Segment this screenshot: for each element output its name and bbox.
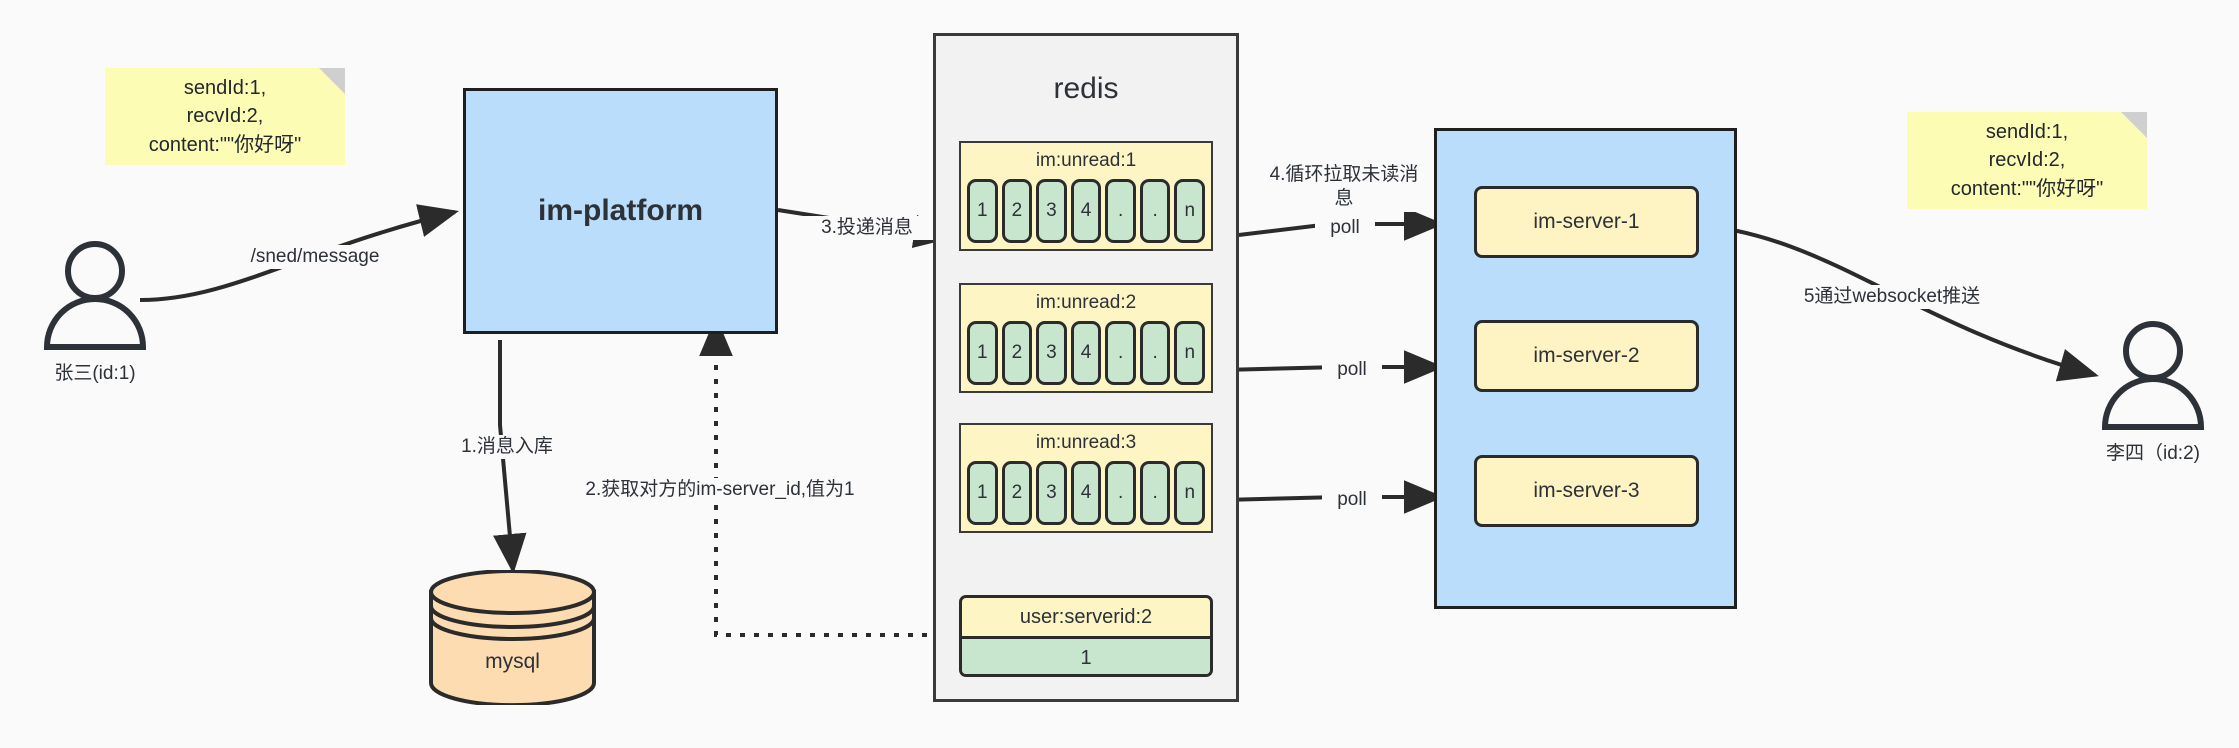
queue-cell: n <box>1174 321 1206 385</box>
note-receiver-payload: sendId:1, recvId:2, content:""你好呀" <box>1907 112 2147 209</box>
edge-label-step3: 3.投递消息 <box>800 216 934 241</box>
edge-label-poll-1: poll <box>1315 216 1375 241</box>
user-icon <box>43 241 147 350</box>
im-platform-box[interactable]: im-platform <box>463 88 778 334</box>
im-server-2-box[interactable]: im-server-2 <box>1474 320 1699 392</box>
redis-queue-0[interactable]: im:unread:1 1 2 3 4 . . n <box>959 141 1213 251</box>
queue-cell: . <box>1139 321 1171 385</box>
queue-cell: 4 <box>1070 321 1102 385</box>
queue-cell: 3 <box>1036 321 1067 385</box>
user-icon <box>2101 321 2205 430</box>
queue-cell: 2 <box>1001 179 1033 243</box>
actor-receiver <box>2088 320 2218 430</box>
redis-queue-0-key: im:unread:1 <box>1035 150 1137 171</box>
queue-cell: 1 <box>967 461 998 525</box>
im-server-1-box[interactable]: im-server-1 <box>1474 186 1699 258</box>
note-fold-icon <box>2121 112 2147 138</box>
note-receiver-payload-text: sendId:1, recvId:2, content:""你好呀" <box>1950 120 2104 200</box>
edge-label-step5: 5通过websocket推送 <box>1780 285 2004 310</box>
queue-cell: 4 <box>1070 461 1102 525</box>
queue-cell: . <box>1105 179 1136 243</box>
redis-queue-1-key: im:unread:2 <box>1035 292 1137 313</box>
queue-cell: 4 <box>1070 179 1102 243</box>
queue-cell: 1 <box>967 321 998 385</box>
edge-label-step1: 1.消息入库 <box>440 435 574 460</box>
redis-queue-1[interactable]: im:unread:2 1 2 3 4 . . n <box>959 283 1213 393</box>
actor-receiver-label: 李四（id:2) <box>2106 443 2200 464</box>
edge-label-poll-3: poll <box>1322 488 1382 513</box>
svg-text:mysql: mysql <box>485 650 540 673</box>
queue-cell: 2 <box>1001 321 1033 385</box>
im-server-3-box[interactable]: im-server-3 <box>1474 455 1699 527</box>
actor-sender <box>30 240 160 350</box>
queue-cell: . <box>1139 461 1171 525</box>
edge-label-step4: 4.循环拉取未读消 息 <box>1252 163 1436 212</box>
redis-kv-value: 1 <box>962 636 1210 674</box>
redis-queue-1-cells: 1 2 3 4 . . n <box>961 321 1211 390</box>
queue-cell: 2 <box>1001 461 1033 525</box>
queue-cell: 3 <box>1036 179 1067 243</box>
note-sender-payload: sendId:1, recvId:2, content:""你好呀" <box>105 68 345 165</box>
redis-queue-0-cells: 1 2 3 4 . . n <box>961 179 1211 248</box>
queue-cell: . <box>1105 321 1136 385</box>
note-fold-icon <box>319 68 345 94</box>
redis-kv-user-serverid[interactable]: user:serverid:2 1 <box>959 595 1213 677</box>
note-sender-payload-text: sendId:1, recvId:2, content:""你好呀" <box>148 76 302 156</box>
actor-sender-label: 张三(id:1) <box>54 363 136 384</box>
queue-cell: n <box>1174 461 1206 525</box>
queue-cell: . <box>1105 461 1136 525</box>
redis-queue-2[interactable]: im:unread:3 1 2 3 4 . . n <box>959 423 1213 533</box>
queue-cell: 3 <box>1036 461 1067 525</box>
mysql-database: mysql <box>425 569 600 708</box>
database-cylinder-icon: mysql <box>429 569 596 708</box>
queue-cell: n <box>1174 179 1206 243</box>
redis-kv-key: user:serverid:2 <box>1019 605 1153 628</box>
redis-title: redis <box>1053 72 1119 105</box>
edge-label-poll-2: poll <box>1322 358 1382 383</box>
queue-cell: . <box>1139 179 1171 243</box>
edge-label-send-message: /sned/message <box>228 245 402 270</box>
edge-label-step2: 2.获取对方的im-server_id,值为1 <box>572 478 868 503</box>
queue-cell: 1 <box>967 179 998 243</box>
redis-queue-2-cells: 1 2 3 4 . . n <box>961 461 1211 530</box>
redis-queue-2-key: im:unread:3 <box>1035 432 1137 453</box>
